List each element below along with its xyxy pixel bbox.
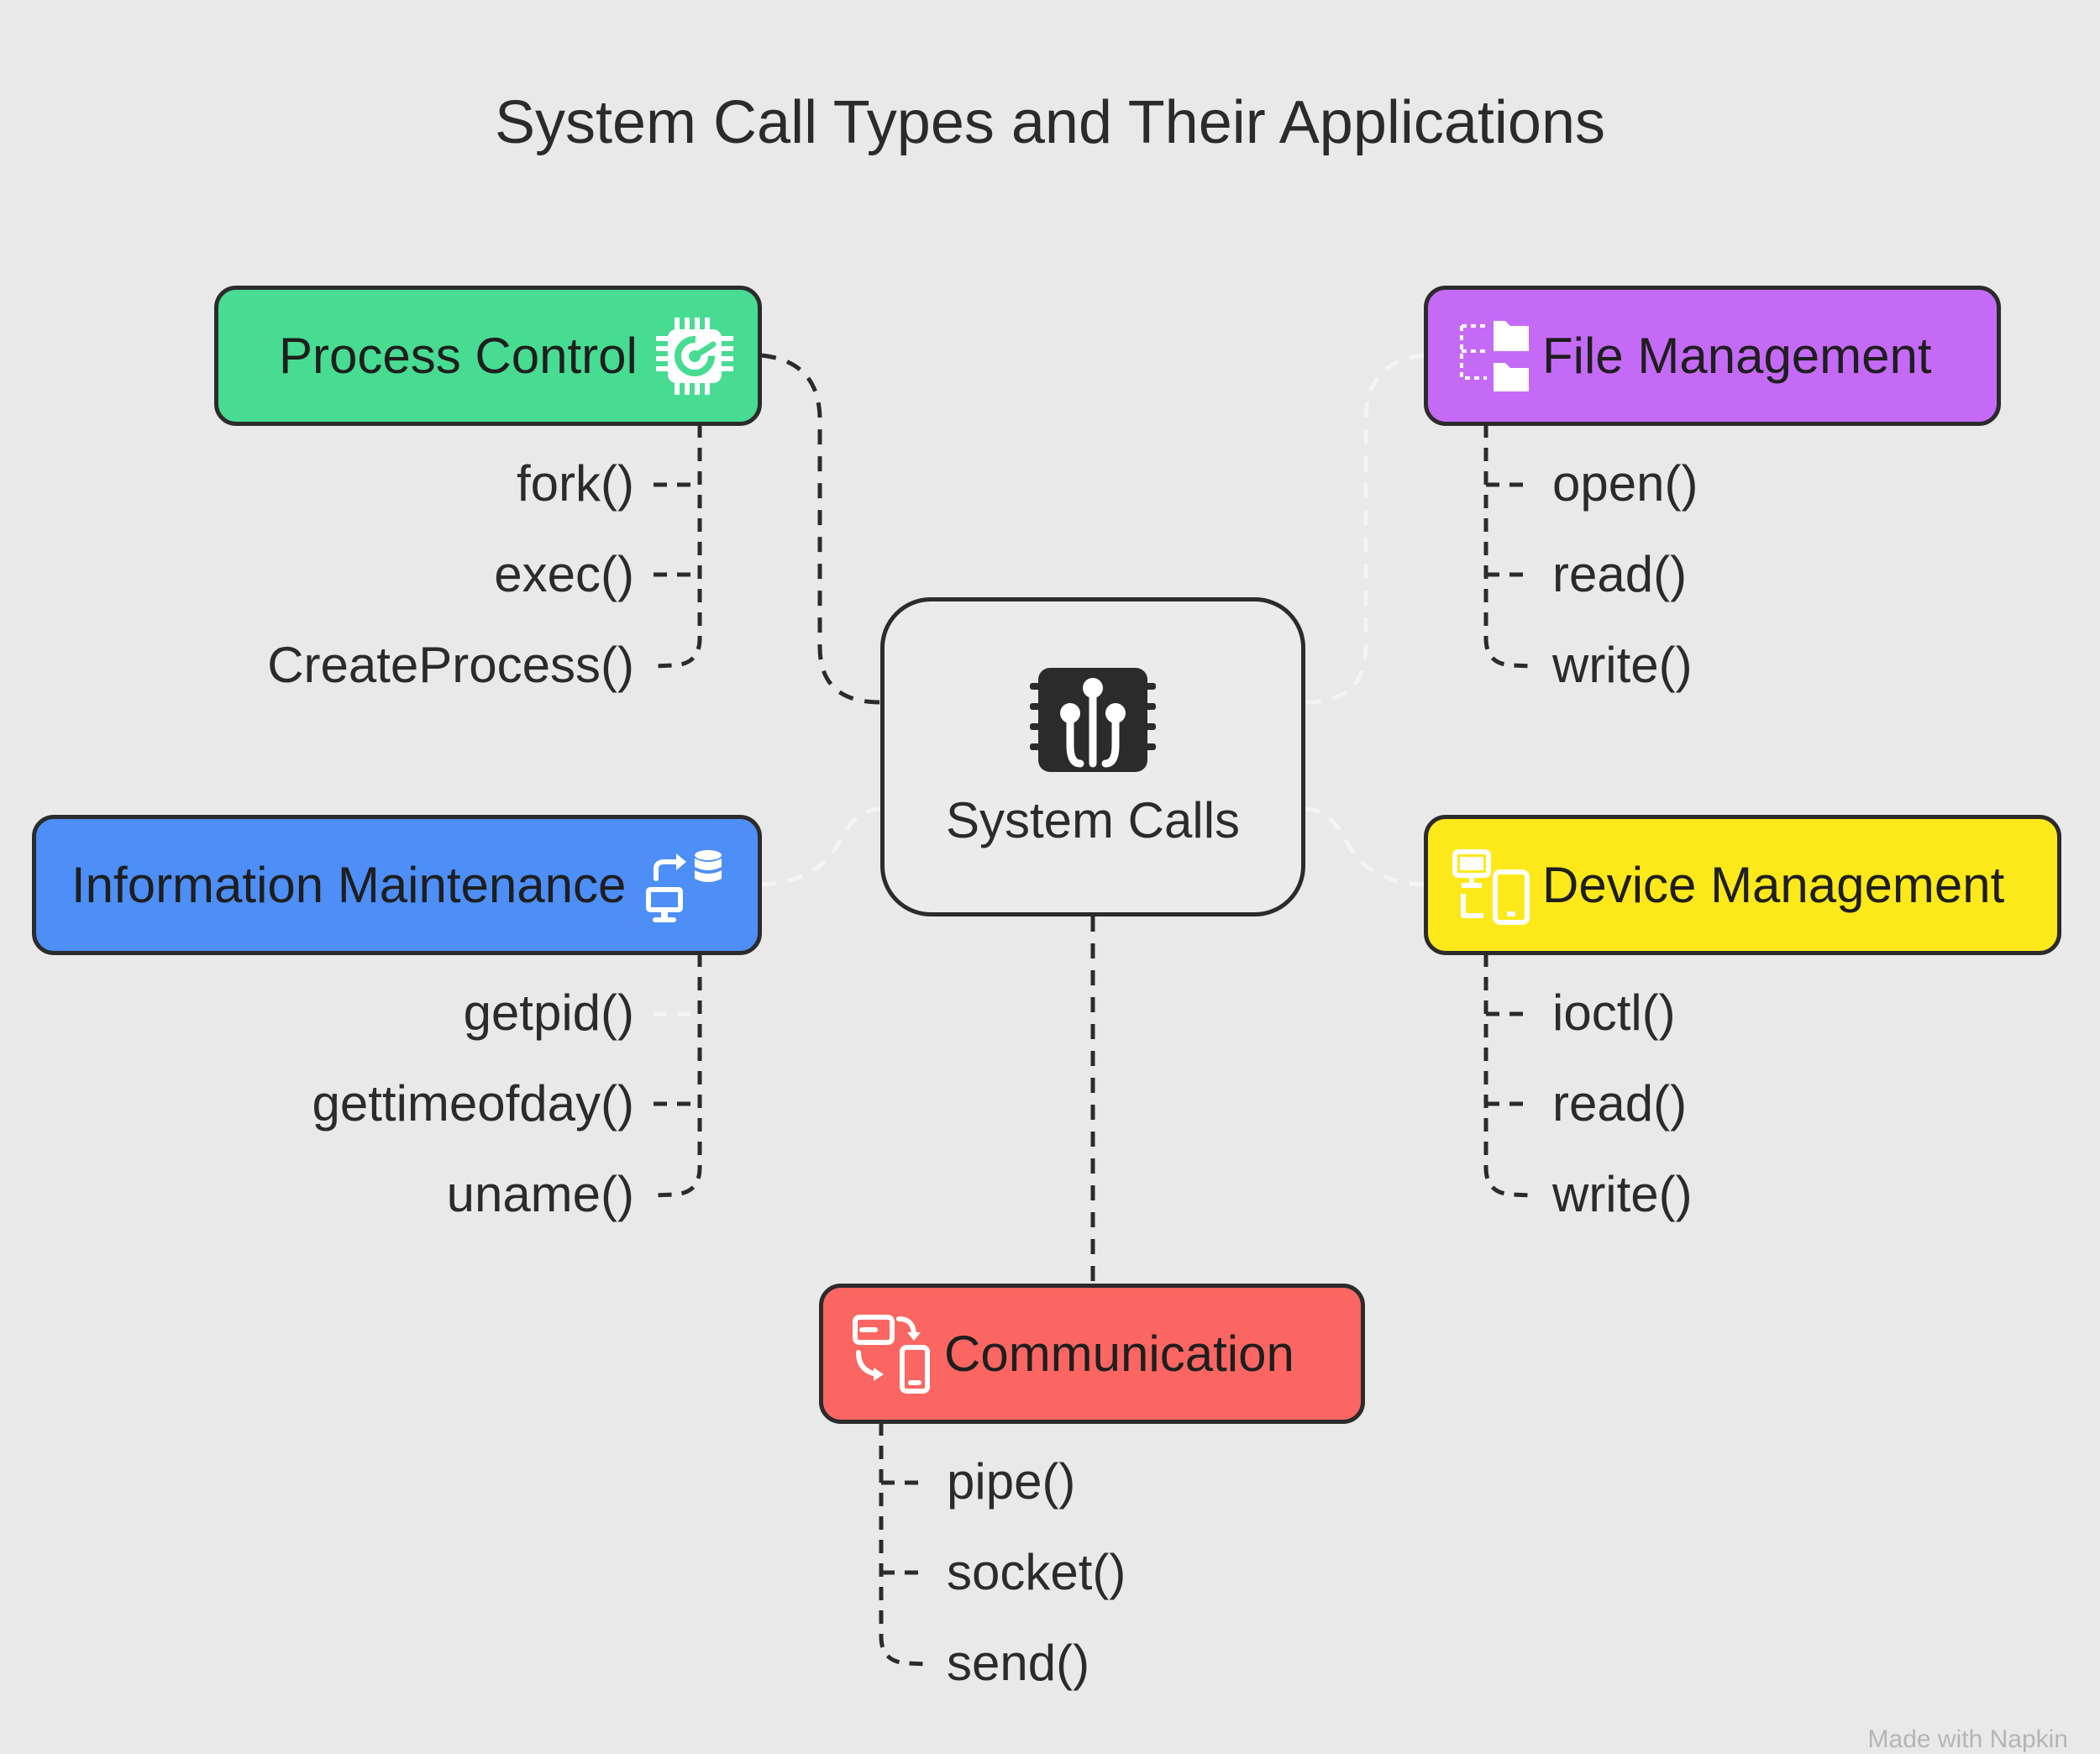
list-item: pipe()	[947, 1453, 1076, 1510]
connector-process-control	[760, 353, 881, 705]
folder-tree-icon	[1450, 314, 1534, 398]
list-item: getpid()	[463, 985, 634, 1041]
chip-icon	[1030, 664, 1156, 780]
communication-label: Communication	[944, 1326, 1294, 1382]
list-item: ioctl()	[1552, 985, 1676, 1041]
diagram-title: System Call Types and Their Applications	[494, 89, 1605, 156]
list-item: socket()	[947, 1544, 1126, 1600]
devices-icon	[1450, 843, 1534, 927]
file-management-label: File Management	[1542, 328, 1932, 384]
list-item: gettimeofday()	[312, 1075, 635, 1132]
connector-device-management	[1305, 806, 1425, 887]
list-item: read()	[1552, 546, 1688, 602]
system-calls-node: System Calls	[880, 597, 1305, 916]
device-management-label: Device Management	[1542, 857, 2005, 913]
made-with-napkin-watermark: Made with Napkin	[1867, 1725, 2068, 1753]
information-maintenance-box: Information Maintenance	[32, 815, 762, 955]
branch-process-control	[650, 424, 702, 669]
branch-file-management	[1483, 424, 1536, 669]
file-management-box: File Management	[1424, 286, 2001, 426]
list-item: read()	[1552, 1075, 1688, 1132]
list-item: open()	[1552, 455, 1698, 512]
center-label: System Calls	[945, 792, 1241, 848]
communication-box: Communication	[819, 1284, 1365, 1424]
list-item: CreateProcess()	[267, 637, 634, 693]
branch-information-maintenance	[650, 953, 702, 1198]
device-exchange-icon	[850, 1312, 934, 1396]
list-item: write()	[1552, 1166, 1693, 1222]
connector-file-management	[1305, 353, 1425, 705]
computer-database-sync-icon	[641, 843, 725, 927]
process-control-label: Process Control	[279, 328, 638, 384]
cpu-gear-icon	[653, 314, 737, 398]
list-item: exec()	[494, 546, 634, 602]
information-maintenance-label: Information Maintenance	[71, 857, 627, 913]
branch-communication	[879, 1422, 931, 1667]
branch-device-management	[1483, 953, 1536, 1198]
list-item: fork()	[517, 455, 634, 512]
connector-information-maintenance	[760, 806, 881, 887]
list-item: write()	[1552, 637, 1693, 693]
list-item: uname()	[446, 1166, 634, 1222]
device-management-box: Device Management	[1424, 815, 2061, 955]
process-control-box: Process Control	[214, 286, 762, 426]
list-item: send()	[947, 1635, 1090, 1691]
